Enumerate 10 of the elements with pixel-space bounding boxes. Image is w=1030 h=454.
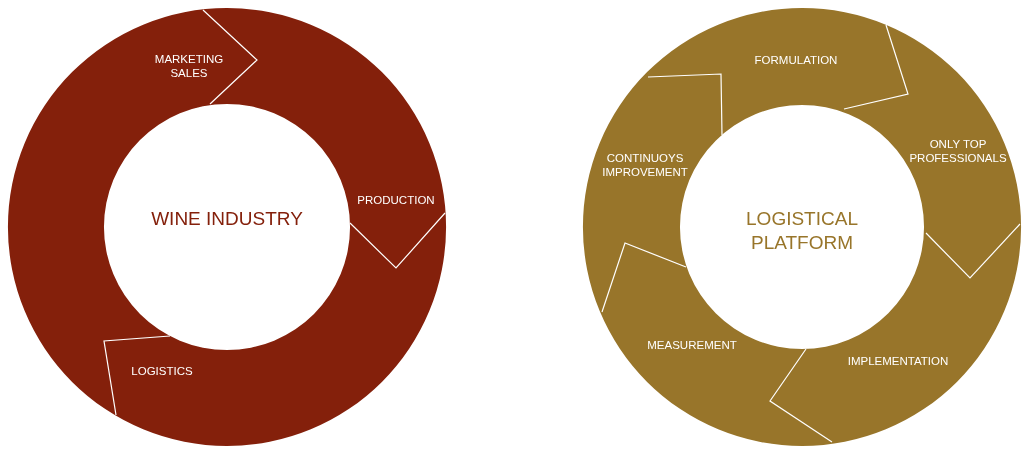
segment-label: PRODUCTION [357,194,435,208]
center-title: WINE INDUSTRY [151,207,303,231]
segment-label: IMPLEMENTATION [847,355,949,369]
center-title: LOGISTICAL PLATFORM [732,207,872,255]
segment-label: FORMULATION [754,54,838,68]
segment-label: MARKETING SALES [149,53,229,81]
segment-label: CONTINUOYS IMPROVEMENT [597,152,693,180]
segment-label: MEASUREMENT [647,339,737,353]
segment-label: LOGISTICS [131,365,193,379]
segment-label: ONLY TOP PROFESSIONALS [905,138,1011,166]
